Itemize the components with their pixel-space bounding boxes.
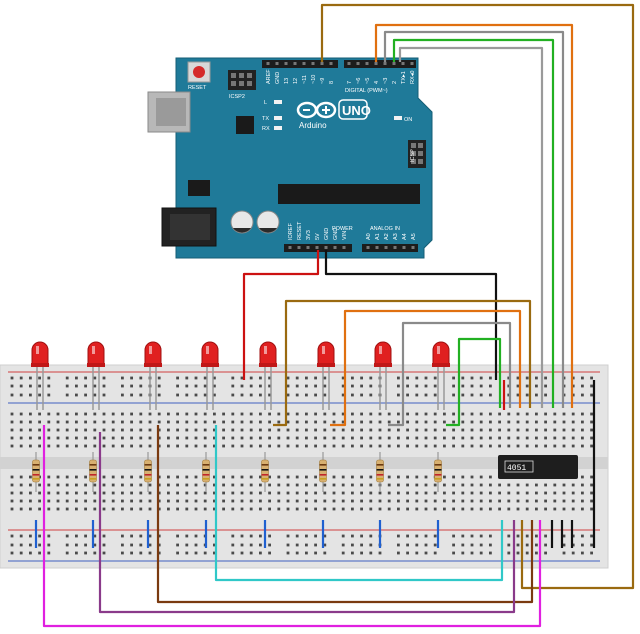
wire-green-d3 [392, 38, 555, 408]
pin-label-analog: A5 [411, 233, 417, 240]
on-label: ON [404, 117, 412, 123]
wire-dark-brown-led3 [156, 425, 534, 604]
led-6 [317, 341, 335, 410]
pin-label-top: 4 [374, 81, 380, 84]
wire-orange-d5 [374, 23, 574, 408]
led-5 [259, 341, 277, 410]
pin-label-analog: A0 [366, 233, 372, 240]
wire-green-led8 [446, 337, 502, 427]
digital-header-right [344, 60, 416, 68]
logo-uno-text: UNO [342, 103, 371, 118]
pin-label-top: 13 [284, 78, 290, 84]
pin-label-top: ~9 [320, 78, 326, 84]
resistor-2 [89, 452, 97, 492]
resistor-1 [32, 452, 40, 492]
wire-black-gnd [324, 250, 498, 380]
arduino-logo: UNO Arduino [296, 99, 371, 130]
analog-label: ANALOG IN [370, 226, 400, 232]
wire-brown-gold-d10 [320, 3, 635, 590]
pin-label-top: TX▸1 [401, 71, 407, 84]
pin-label-analog: A2 [384, 233, 390, 240]
breadboard-holes [10, 376, 593, 555]
pin-label-top: ~10 [311, 75, 317, 84]
wire-red-5v [242, 250, 320, 380]
pin-label-top: 2 [392, 81, 398, 84]
icsp2-label: ICSP2 [229, 94, 245, 100]
pin-label-top: ~5 [365, 78, 371, 84]
led-3 [144, 341, 162, 410]
resistor-8 [434, 452, 442, 492]
resistor-row [32, 452, 442, 492]
pin-label-power: 5V [315, 233, 321, 240]
led-label-l: L [264, 100, 267, 106]
resistor-4 [202, 452, 210, 492]
pin-label-top: 8 [329, 81, 335, 84]
led-label-rx: RX [262, 126, 270, 132]
digital-label: DIGITAL (PWM~) [345, 88, 388, 94]
wire-orange-led6 [330, 309, 522, 427]
reset-button [187, 61, 211, 83]
blue-jumper-row [34, 520, 440, 548]
pin-label-power: VIN [342, 231, 348, 240]
pin-label-top: RX◂0 [410, 71, 416, 84]
regulator [188, 180, 210, 196]
pin-label-power: GND [333, 228, 339, 240]
mux-4051-chip: 4051 [498, 455, 578, 479]
led-8 [432, 341, 450, 410]
pin-label-top: AREF [266, 69, 272, 84]
wire-gray-2 [398, 46, 544, 408]
led-1 [31, 341, 49, 410]
atmega328-chip [278, 184, 420, 204]
wire-gray-led7 [388, 321, 512, 427]
led-2 [87, 341, 105, 410]
resistor-7 [376, 452, 384, 492]
resistor-5 [261, 452, 269, 492]
led-4 [201, 341, 219, 410]
wire-purple-led2 [98, 432, 516, 614]
wires [42, 3, 635, 628]
pin-label-analog: A1 [375, 233, 381, 240]
resistor-3 [144, 452, 152, 492]
wire-magenta-led1 [42, 425, 542, 628]
led-7 [374, 341, 392, 410]
digital-header-left [262, 60, 338, 68]
capacitors [230, 210, 280, 234]
pin-label-analog: A3 [393, 233, 399, 240]
power-label: POWER [332, 226, 353, 232]
icsp2-header [228, 70, 256, 90]
wire-gray-d4 [383, 30, 565, 408]
pin-label-power: IOREF [288, 223, 294, 240]
wire-cyan-led4 [214, 425, 504, 582]
wire-brown-gold-led5 [273, 299, 532, 427]
pin-label-power: GND [324, 228, 330, 240]
icsp-header: ICSP [408, 140, 426, 168]
pin-label-analog: A4 [402, 233, 408, 240]
icsp-label: ICSP [410, 149, 416, 162]
logo-brand-text: Arduino [299, 121, 327, 130]
pin-label-top: ~11 [302, 75, 308, 84]
reset-label: RESET [188, 85, 207, 91]
onboard-leds: L TX RX ON [262, 100, 412, 132]
chip-label: 4051 [507, 464, 526, 473]
pin-label-power: 3V3 [306, 230, 312, 240]
led-label-tx: TX [262, 116, 269, 122]
resistor-6 [319, 452, 327, 492]
pin-label-top: 12 [293, 78, 299, 84]
led-row [31, 341, 450, 410]
analog-header [362, 244, 418, 252]
pin-label-top: 7 [347, 81, 353, 84]
atmega16u2-chip [236, 116, 254, 134]
pin-label-power: RESET [297, 221, 303, 240]
pin-label-top: ~3 [383, 78, 389, 84]
pin-label-top: GND [275, 72, 281, 84]
pin-label-top: ~6 [356, 78, 362, 84]
